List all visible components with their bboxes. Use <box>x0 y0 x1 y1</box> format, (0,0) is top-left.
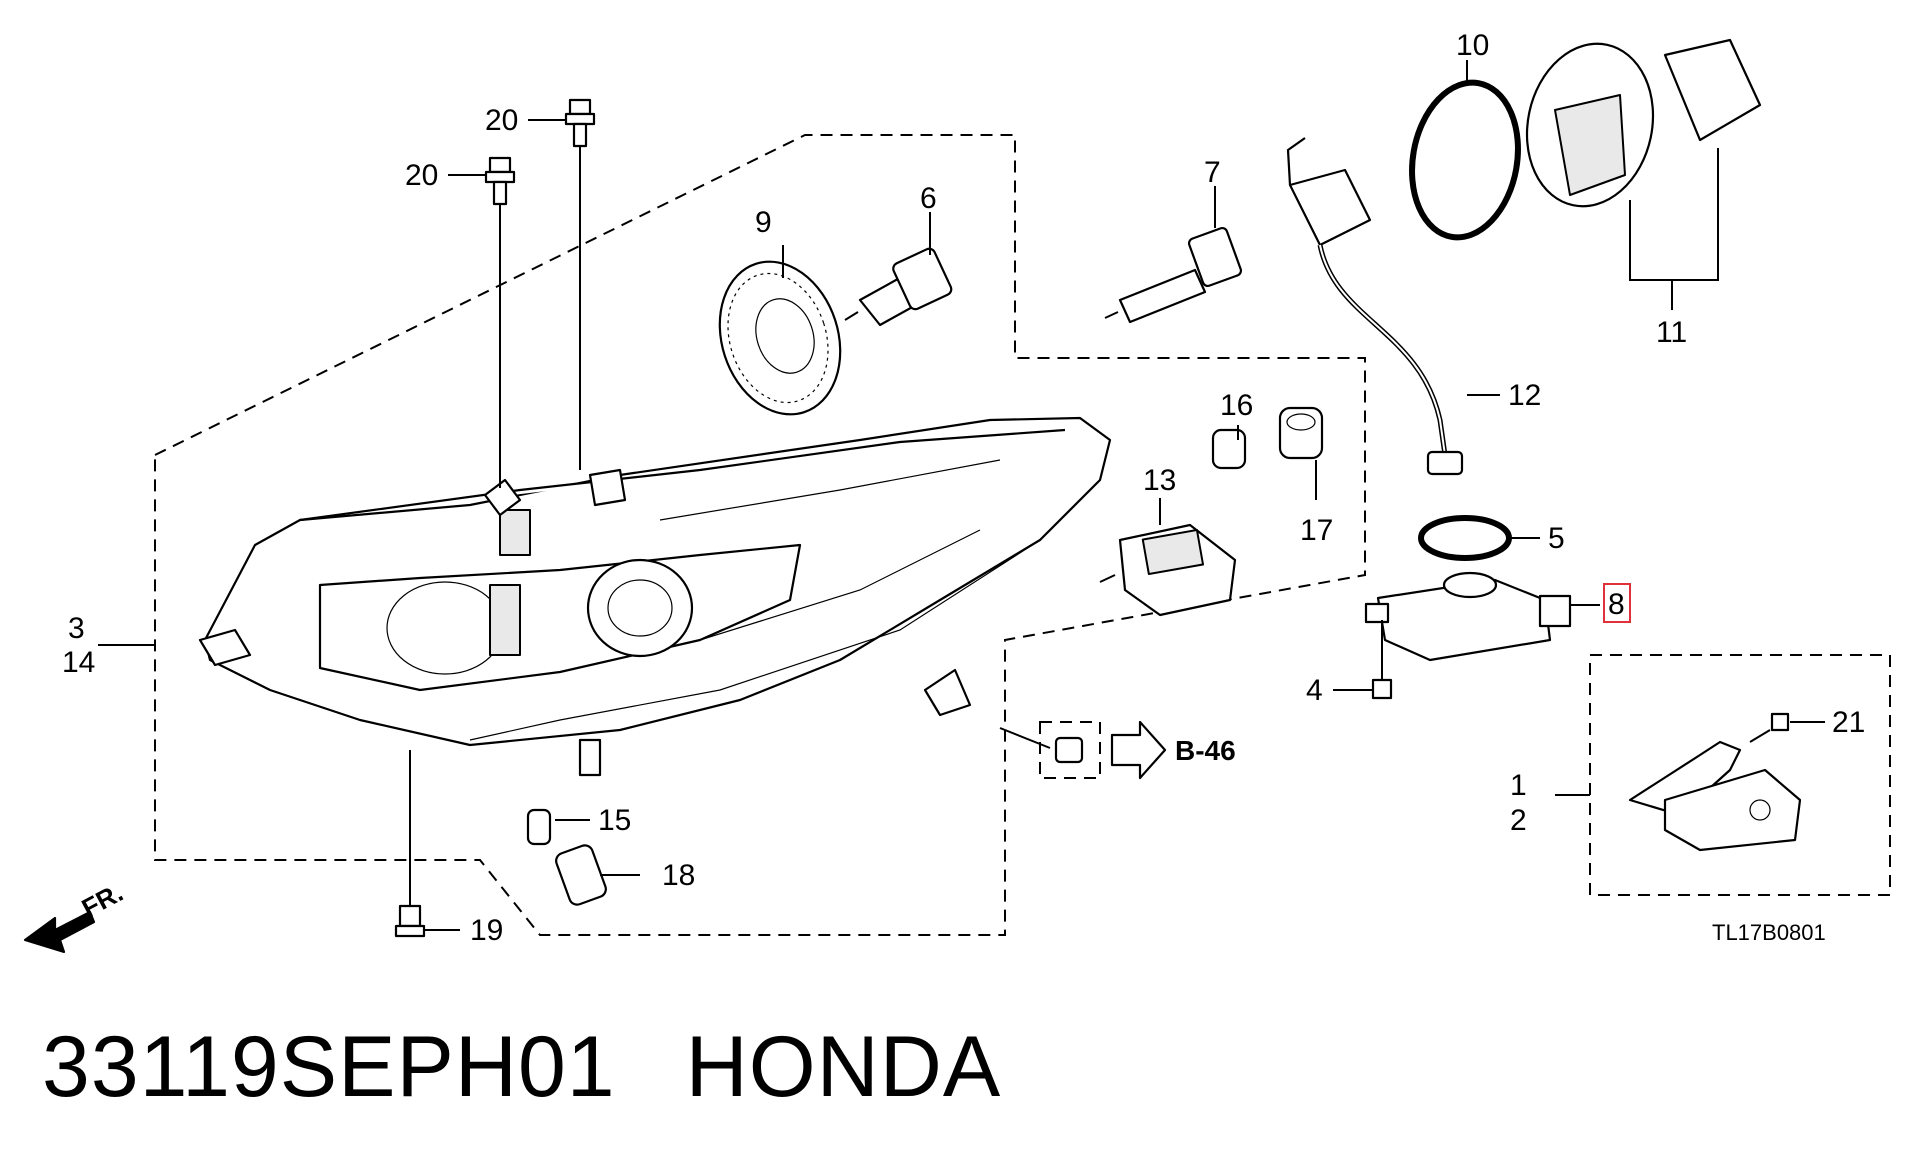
drawing-code: TL17B0801 <box>1712 920 1826 945</box>
part-21-screw[interactable] <box>1749 712 1790 743</box>
part-18-socket[interactable] <box>554 843 608 907</box>
part-16-bulb[interactable] <box>1211 428 1247 470</box>
callout-21: 21 <box>1832 706 1865 739</box>
part-5-oring[interactable] <box>1418 515 1512 561</box>
callout-16: 16 <box>1220 389 1253 422</box>
part-13-motor[interactable] <box>1099 523 1237 617</box>
part-11-cap[interactable] <box>1512 32 1762 218</box>
part-12-harness[interactable] <box>1286 137 1464 476</box>
brand-name: HONDA <box>685 1019 1002 1115</box>
callout-8-highlight <box>1603 583 1631 623</box>
callout-1: 1 <box>1510 769 1527 802</box>
front-direction-indicator: FR. <box>23 877 128 954</box>
callout-19: 19 <box>470 914 503 947</box>
part-20-bolt-a[interactable] <box>564 98 596 470</box>
callout-12: 12 <box>1508 379 1541 412</box>
callout-9: 10 <box>1456 29 1489 62</box>
b46-screw[interactable] <box>999 720 1167 780</box>
part-19-bolt[interactable] <box>394 750 426 938</box>
callout-20b: 20 <box>405 159 438 192</box>
callout-15: 15 <box>598 804 631 837</box>
part-10-cover[interactable] <box>701 246 860 430</box>
callout-17: 17 <box>1300 514 1333 547</box>
callout-7: 7 <box>1204 156 1221 189</box>
callout-4: 4 <box>1306 674 1323 707</box>
headlight-assembly[interactable] <box>198 416 1112 777</box>
part-4-screw[interactable] <box>1371 620 1393 700</box>
callout-20a: 20 <box>485 104 518 137</box>
part-1-2-bracket-box[interactable] <box>1589 654 1891 896</box>
reference-b46: B-46 <box>1175 735 1236 766</box>
callout-14: 14 <box>62 646 95 679</box>
part-number: 33119SEPH01 <box>42 1019 616 1115</box>
callout-3: 3 <box>68 612 85 645</box>
part-8-ballast[interactable] <box>1364 571 1572 662</box>
callout-13: 13 <box>1143 464 1176 497</box>
callout-10: 9 <box>755 206 772 239</box>
callout-6: 6 <box>920 182 937 215</box>
part-9-ring[interactable] <box>1400 74 1530 246</box>
front-arrow-icon <box>23 910 96 954</box>
part-7-hid-bulb[interactable] <box>1104 226 1243 324</box>
callout-18: 18 <box>662 859 695 892</box>
leader-lines <box>98 60 1825 931</box>
part-15-bulb[interactable] <box>526 808 552 846</box>
part-caption: 33119SEPH01 HONDA <box>42 1018 1001 1117</box>
callout-2: 2 <box>1510 804 1527 837</box>
callout-5: 5 <box>1548 522 1565 555</box>
part-6-bulb[interactable] <box>844 247 953 327</box>
b46-arrow-icon <box>1110 720 1167 780</box>
callout-8-label: 8 <box>1608 588 1625 621</box>
part-20-bolt-b[interactable] <box>484 156 516 488</box>
part-17-socket[interactable] <box>1278 406 1324 460</box>
callout-11: 11 <box>1656 316 1687 349</box>
callout-labels: 3 14 20 20 9 6 7 10 11 12 16 17 13 5 6 8… <box>62 29 1865 947</box>
